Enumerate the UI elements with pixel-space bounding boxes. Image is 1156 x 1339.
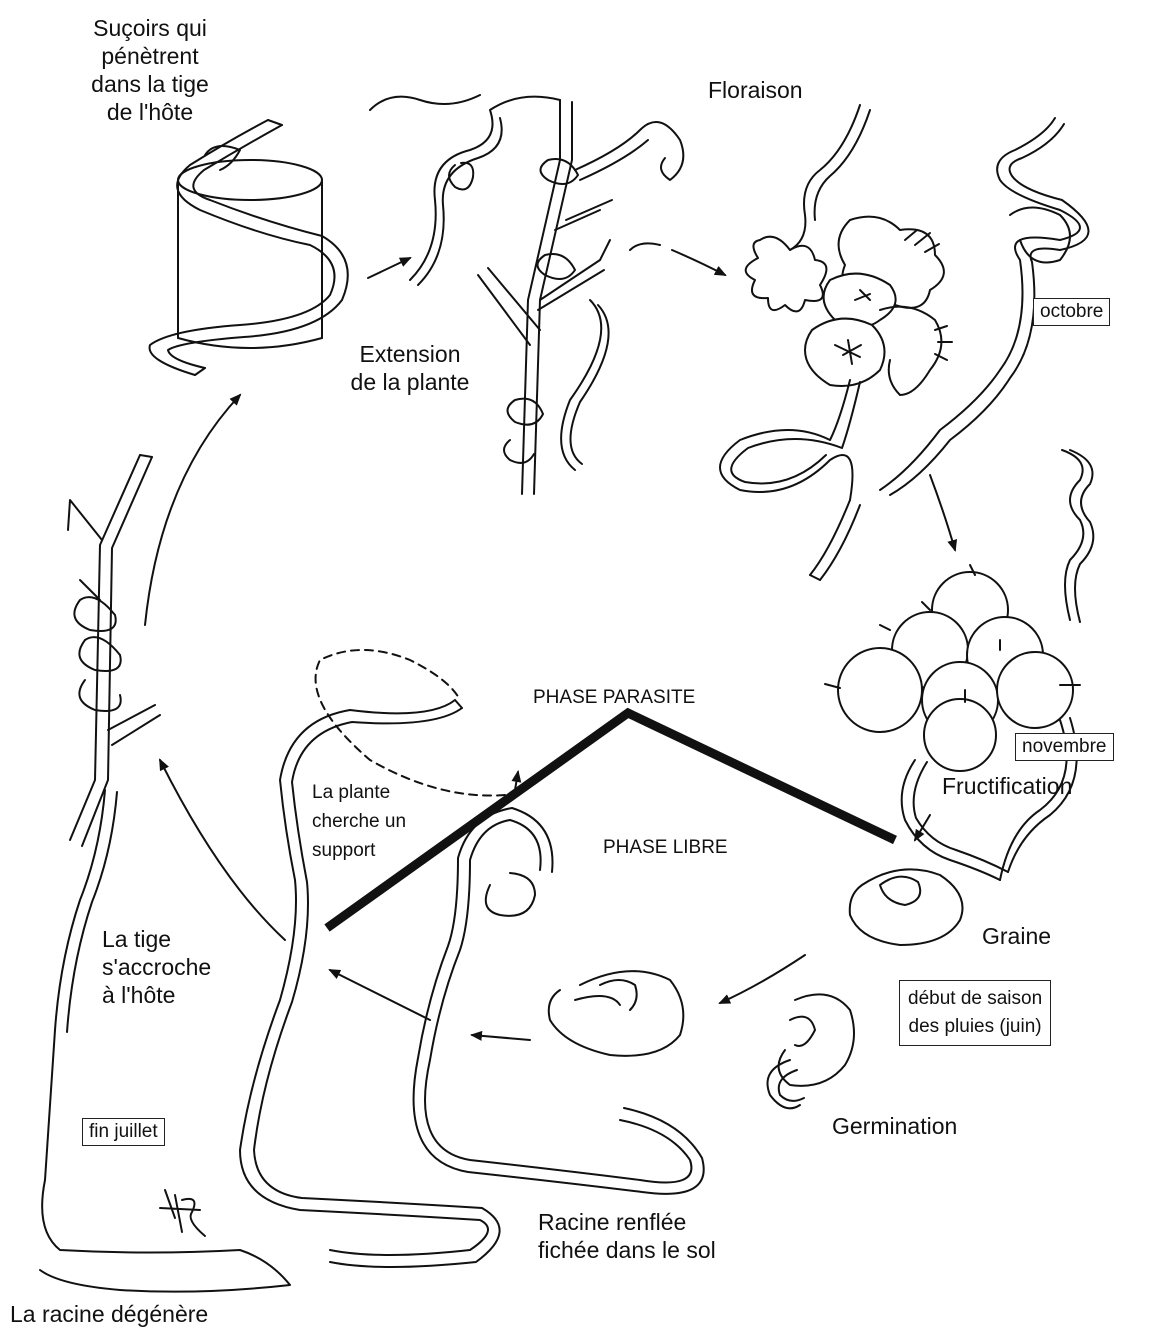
- label-cherche-support: La plante cherche un support: [312, 778, 406, 865]
- germinating-seed-drawing: [549, 971, 854, 1108]
- label-extension: Extension de la plante: [330, 340, 490, 396]
- artist-signature: [160, 1190, 205, 1236]
- flowering-drawing: [720, 105, 1089, 580]
- left-host-stem-drawing: [40, 455, 290, 1292]
- label-tige-accroche: La tige s'accroche à l'hôte: [102, 925, 211, 1009]
- seed-drawing: [850, 869, 963, 945]
- label-novembre: novembre: [1015, 733, 1114, 761]
- label-floraison: Floraison: [708, 76, 803, 104]
- label-sucoirs: Suçoirs qui pénètrent dans la tige de l'…: [50, 14, 250, 126]
- fruiting-drawing: [825, 450, 1093, 880]
- label-debut-saison: début de saison des pluies (juin): [899, 980, 1051, 1046]
- label-phase-parasite: PHASE PARASITE: [533, 686, 695, 710]
- label-phase-libre: PHASE LIBRE: [603, 836, 728, 860]
- host-cylinder-drawing: [150, 120, 348, 375]
- label-racine-degenere: La racine dégénère: [10, 1300, 208, 1328]
- extension-plant-drawing: [370, 95, 683, 494]
- phase-boundary-line: [327, 713, 895, 928]
- label-octobre: octobre: [1033, 298, 1110, 326]
- label-fructification: Fructification: [942, 772, 1072, 800]
- label-germination: Germination: [832, 1112, 957, 1140]
- label-graine: Graine: [982, 922, 1051, 950]
- label-racine-renflee: Racine renflée fichée dans le sol: [538, 1208, 716, 1264]
- label-fin-juillet: fin juillet: [82, 1118, 165, 1146]
